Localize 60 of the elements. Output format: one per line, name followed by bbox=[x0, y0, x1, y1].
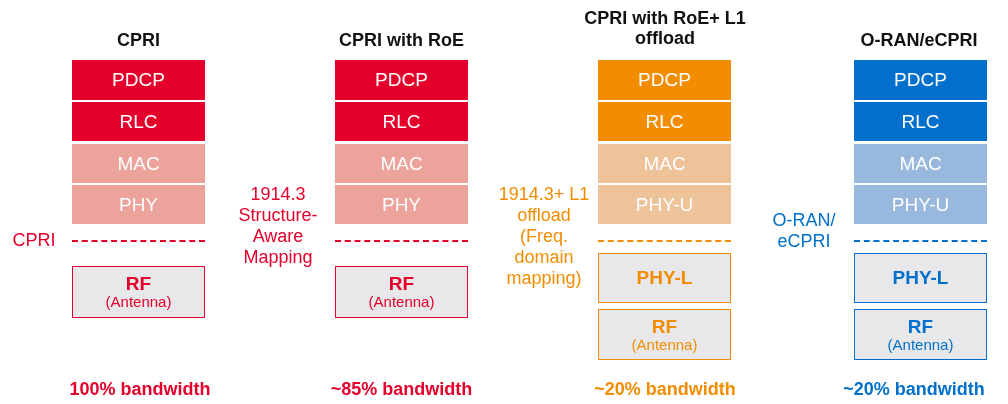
layer-box bbox=[854, 253, 987, 303]
rf-box bbox=[72, 266, 205, 318]
layer-name: PDCP bbox=[112, 70, 165, 90]
interface-label: 1914.3 Structure-Aware Mapping bbox=[237, 184, 319, 268]
interface-label: CPRI bbox=[11, 230, 57, 251]
layer-name: PHY-U bbox=[891, 194, 950, 215]
layer-name: RLC bbox=[901, 111, 940, 132]
layer-name: PHY bbox=[381, 194, 422, 215]
column-title: CPRI bbox=[116, 30, 161, 50]
layer-name: RF bbox=[651, 316, 678, 337]
layer-box bbox=[72, 185, 205, 224]
layer-name: RF bbox=[388, 274, 415, 294]
layer-box bbox=[335, 144, 468, 183]
layer-note: (Antenna) bbox=[368, 294, 435, 310]
layer-note: (Antenna) bbox=[887, 336, 954, 353]
layer-box bbox=[335, 60, 468, 100]
layer-name: MAC bbox=[380, 153, 423, 174]
layer-name: PDCP bbox=[375, 70, 428, 90]
layer-name: PHY bbox=[118, 194, 159, 215]
layer-box bbox=[72, 60, 205, 100]
layer-name: PHY-L bbox=[636, 268, 693, 288]
layer-name: PDCP bbox=[894, 70, 947, 90]
layer-name: RF bbox=[125, 274, 152, 294]
layer-name: MAC bbox=[643, 153, 686, 174]
bandwidth-label: ~20% bandwidth bbox=[593, 379, 737, 399]
layer-note: (Antenna) bbox=[631, 336, 698, 353]
rf-box bbox=[598, 309, 731, 360]
layer-box bbox=[598, 253, 731, 303]
layer-name: PHY-U bbox=[635, 194, 694, 215]
layer-box bbox=[854, 144, 987, 183]
layer-name: RLC bbox=[119, 111, 158, 132]
layer-box bbox=[598, 185, 731, 224]
layer-name: RLC bbox=[382, 111, 421, 132]
layer-name: PDCP bbox=[638, 70, 691, 90]
column-title: CPRI with RoE bbox=[338, 30, 465, 50]
layer-box bbox=[598, 102, 731, 141]
layer-note: (Antenna) bbox=[105, 294, 172, 310]
layer-box bbox=[335, 185, 468, 224]
layer-box bbox=[854, 185, 987, 224]
layer-name: RLC bbox=[645, 111, 684, 132]
layer-box bbox=[854, 60, 987, 100]
layer-name: RF bbox=[907, 316, 934, 337]
layer-box bbox=[598, 60, 731, 100]
layer-box bbox=[72, 144, 205, 183]
interface-label: 1914.3+ L1 offload (Freq. domain mapping) bbox=[497, 184, 591, 289]
layer-box bbox=[72, 102, 205, 141]
layer-box bbox=[598, 144, 731, 183]
bandwidth-label: ~20% bandwidth bbox=[842, 379, 986, 399]
bandwidth-label: 100% bandwidth bbox=[68, 379, 212, 399]
interface-label: O-RAN/ eCPRI bbox=[771, 210, 837, 252]
layer-box bbox=[335, 102, 468, 141]
bandwidth-label: ~85% bandwidth bbox=[329, 379, 474, 399]
layer-name: PHY-L bbox=[892, 268, 949, 288]
layer-box bbox=[854, 102, 987, 141]
layer-name: MAC bbox=[899, 153, 942, 174]
column-title: CPRI with RoE+ L1 offload bbox=[583, 8, 747, 48]
rf-box bbox=[854, 309, 987, 360]
column-title: O-RAN/eCPRI bbox=[859, 30, 979, 50]
layer-name: MAC bbox=[117, 153, 160, 174]
rf-box bbox=[335, 266, 468, 318]
